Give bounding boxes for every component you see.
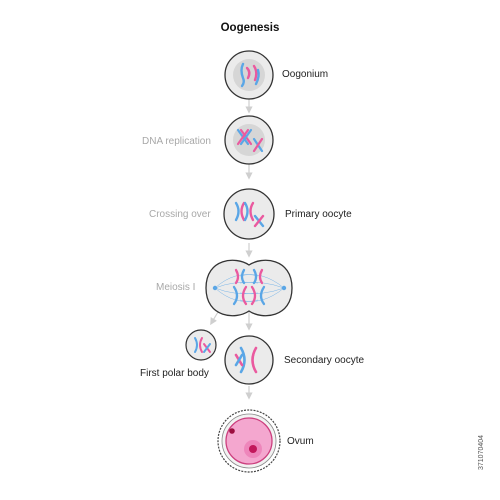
label-ovum: Ovum	[287, 436, 314, 447]
chromosomes-meiosis	[232, 268, 266, 306]
chromosomes-secondary-oocyte	[234, 346, 258, 374]
label-dna-replication: DNA replication	[142, 136, 211, 147]
first-polar-body-cell	[185, 329, 217, 361]
primary-oocyte-cell	[223, 188, 275, 240]
label-secondary-oocyte: Secondary oocyte	[284, 355, 365, 366]
meiosis-cell	[205, 259, 293, 317]
label-crossing-over: Crossing over	[149, 209, 211, 220]
chromosomes-oogonium	[240, 62, 260, 88]
chromosomes-polar-body	[194, 337, 211, 353]
diagram-title: Oogenesis	[220, 22, 280, 34]
stock-id-text: 371070404	[478, 434, 485, 470]
oogonium-cell	[224, 50, 274, 100]
replication-cell	[224, 115, 274, 165]
ovum-cell	[217, 409, 281, 473]
label-oogonium: Oogonium	[282, 69, 329, 80]
label-primary-oocyte: Primary oocyte	[285, 209, 352, 220]
label-first-polar-body: First polar body	[140, 368, 209, 379]
secondary-oocyte-cell	[224, 335, 274, 385]
label-meiosis-1: Meiosis I	[156, 282, 196, 293]
chromosomes-crossing-over	[234, 201, 265, 228]
centrosome-left	[212, 285, 218, 291]
flow-arrows	[210, 99, 253, 400]
arrow-to-polar-body	[210, 311, 219, 326]
polar-body-dot	[229, 428, 235, 434]
centrosome-right	[281, 285, 287, 291]
chromosomes-replicated	[236, 128, 264, 153]
